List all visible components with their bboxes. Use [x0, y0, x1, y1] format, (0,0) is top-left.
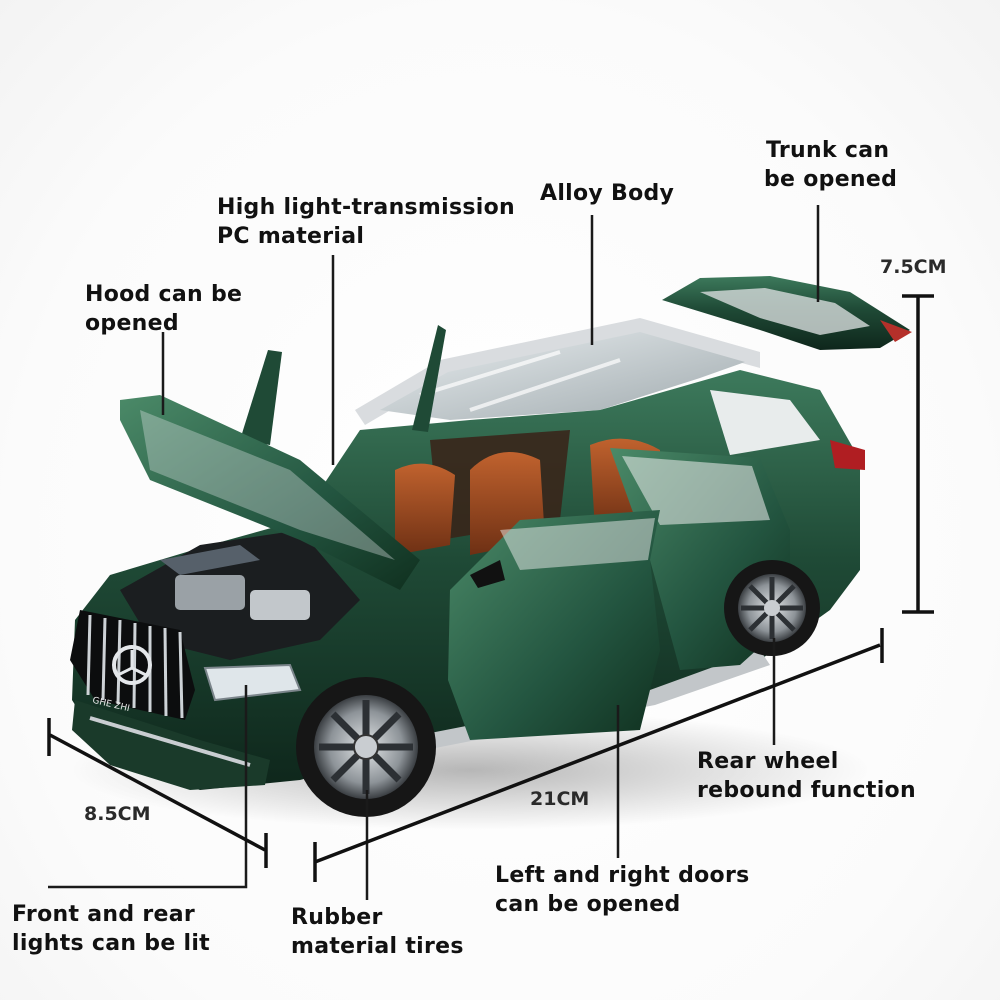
- label-lights-line2: lights can be lit: [12, 931, 210, 956]
- rear-wheel: [724, 560, 820, 656]
- label-hood-line2: opened: [85, 311, 179, 336]
- leader-lights: [48, 685, 248, 889]
- label-transmission: High light-transmission PC material: [217, 193, 515, 251]
- label-tires-line1: Rubber: [291, 905, 383, 930]
- front-door-open: [448, 510, 660, 740]
- front-bumper: [72, 700, 270, 790]
- label-transmission-line2: PC material: [217, 224, 365, 249]
- hood-open: [120, 395, 420, 590]
- raised-mirrors: [240, 325, 446, 445]
- label-doors-line2: can be opened: [495, 892, 681, 917]
- label-trunk-line2: be opened: [764, 167, 898, 192]
- label-rear-wheel: Rear wheel rebound function: [697, 747, 916, 805]
- label-rear-wheel-line1: Rear wheel: [697, 749, 839, 774]
- emblem: [112, 645, 152, 685]
- dimension-lines: [47, 294, 934, 882]
- label-tires: Rubber material tires: [291, 903, 464, 961]
- label-lights-line1: Front and rear: [12, 902, 196, 927]
- label-tires-line2: material tires: [291, 934, 464, 959]
- label-doors: Left and right doors can be opened: [495, 861, 750, 919]
- label-lights: Front and rear lights can be lit: [12, 900, 210, 958]
- label-hood: Hood can be opened: [85, 280, 242, 338]
- dim-height: 7.5CM: [880, 256, 947, 278]
- length-dim-line: [314, 643, 881, 864]
- label-hood-line1: Hood can be: [85, 282, 243, 307]
- width-dim-line: [49, 733, 266, 852]
- label-trunk-line1: Trunk can: [766, 138, 890, 163]
- leader-lines: [48, 205, 820, 900]
- label-alloy: Alloy Body: [540, 179, 674, 208]
- label-alloy-line1: Alloy Body: [540, 181, 675, 206]
- headlight: [203, 663, 302, 702]
- label-doors-line1: Left and right doors: [495, 863, 750, 888]
- label-rear-wheel-line2: rebound function: [697, 778, 916, 803]
- label-transmission-line1: High light-transmission: [217, 195, 516, 220]
- engine-bay: [120, 530, 360, 660]
- dim-length: 21CM: [530, 788, 590, 810]
- dim-width: 8.5CM: [84, 803, 151, 825]
- trunk-lid: [662, 276, 912, 350]
- label-trunk: Trunk can be opened: [764, 136, 897, 194]
- front-wheel: [296, 677, 436, 817]
- front-grille: [70, 610, 195, 720]
